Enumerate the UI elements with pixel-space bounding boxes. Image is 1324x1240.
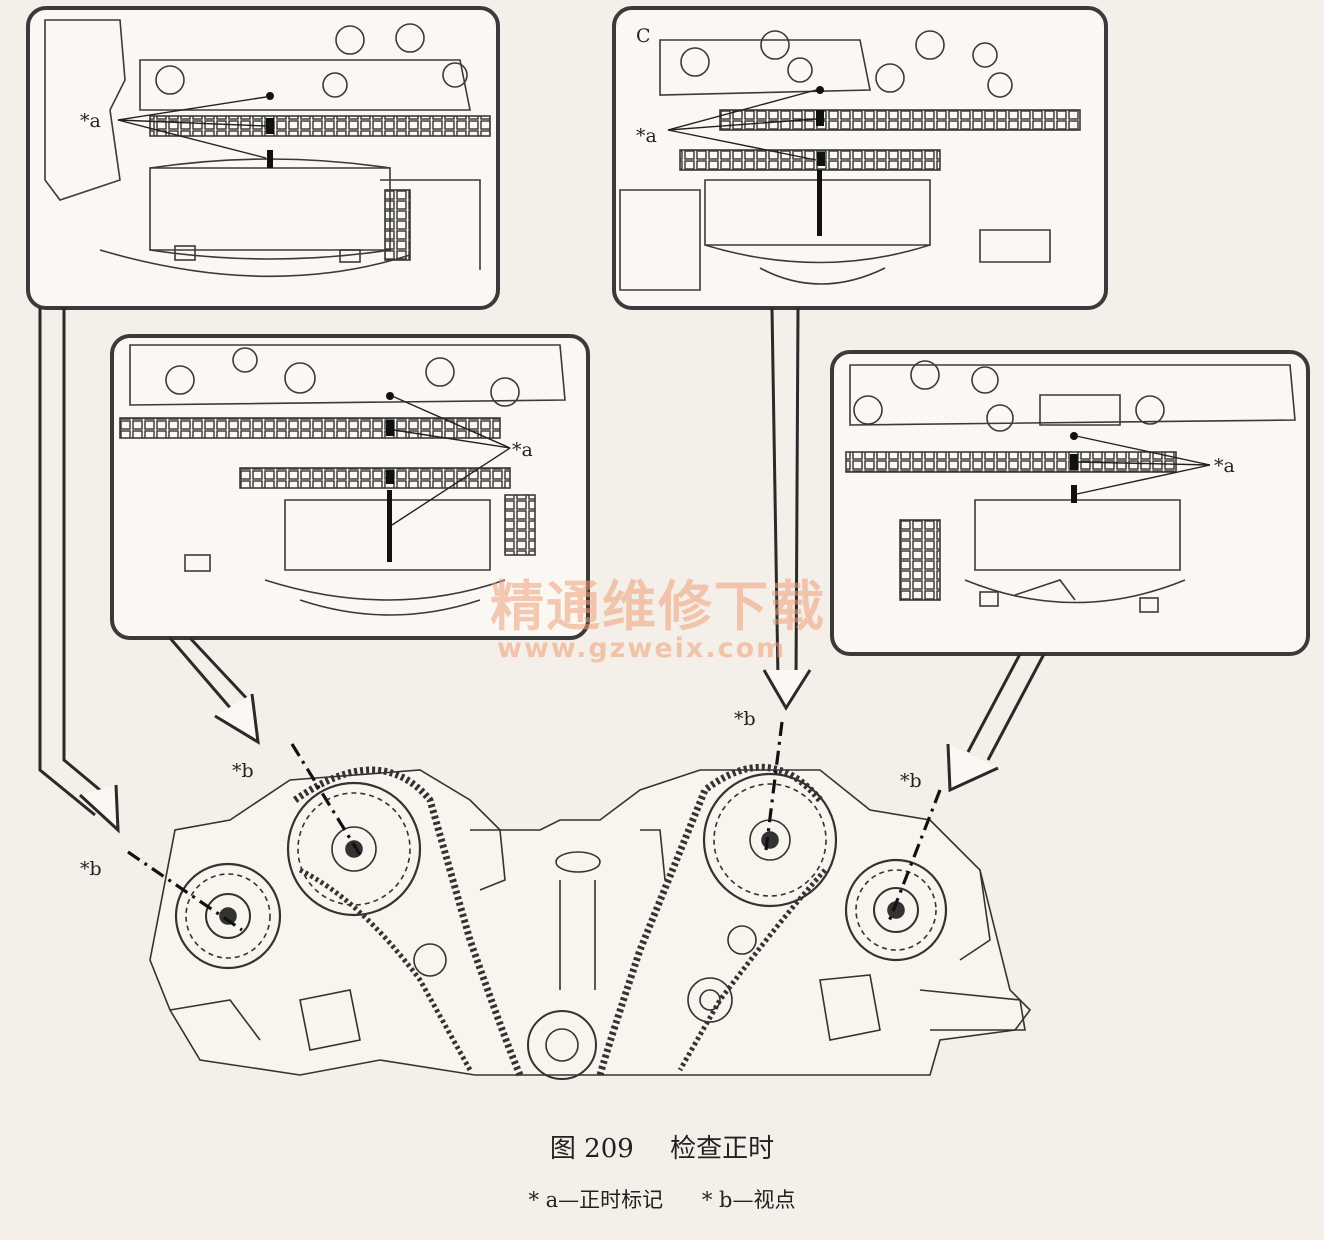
inset-middle-left <box>110 334 590 640</box>
inset-letter-c: C <box>636 25 651 47</box>
label-b-right-small: *b <box>900 770 922 792</box>
label-a-inset-4: *a <box>1214 455 1235 477</box>
view-point-lines <box>127 721 942 932</box>
label-b-right-big: *b <box>734 708 756 730</box>
label-a-inset-1: *a <box>80 110 101 132</box>
view-arrows <box>38 307 1046 834</box>
inset-middle-right <box>830 350 1310 656</box>
legend-b: * b—视点 <box>701 1188 796 1212</box>
figure-caption: 图 209 检查正时 <box>0 1128 1324 1165</box>
watermark-url: www.gzweix.com <box>497 633 786 664</box>
label-b-left-small: *b <box>80 858 102 880</box>
legend-a: * a—正时标记 <box>528 1188 664 1212</box>
watermark-text: 精通维修下载 <box>490 575 826 638</box>
figure-number: 图 209 <box>549 1134 634 1164</box>
label-a-inset-3: *a <box>512 439 533 461</box>
inset-top-left <box>26 6 500 310</box>
engine-front-view <box>149 763 1032 1080</box>
figure-title: 检查正时 <box>670 1134 775 1164</box>
inset-top-right <box>612 6 1108 310</box>
figure-legend: * a—正时标记 * b—视点 <box>0 1184 1324 1214</box>
label-a-inset-2: *a <box>636 125 657 147</box>
label-b-left-big: *b <box>232 760 254 782</box>
